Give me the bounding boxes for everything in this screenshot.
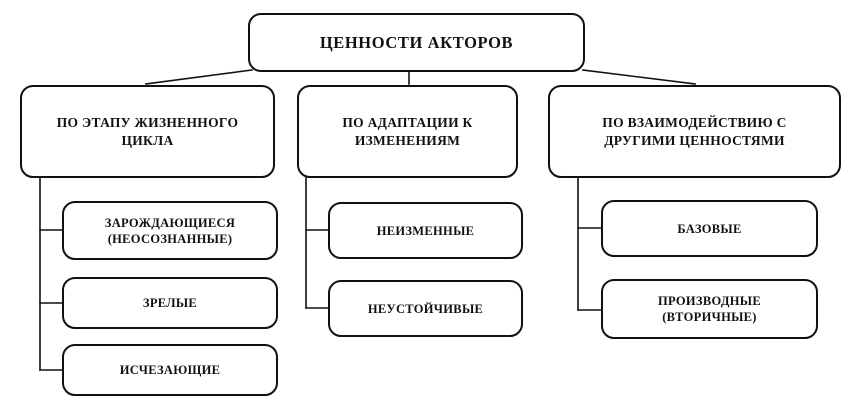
edge-root-to-interaction	[582, 69, 696, 85]
node-leaf-immutable-label: НЕИЗМЕННЫЕ	[376, 223, 475, 238]
node-branch-lifecycle[interactable]: ПО ЭТАПУ ЖИЗНЕННОГО ЦИКЛА	[20, 85, 275, 178]
node-leaf-emerging-label: ЗАРОЖДАЮЩИЕСЯ (НЕОСОЗНАННЫЕ)	[104, 215, 236, 246]
node-root-label: ЦЕННОСТИ АКТОРОВ	[319, 32, 514, 52]
node-branch-interaction-label: ПО ВЗАИМОДЕЙСТВИЮ С ДРУГИМИ ЦЕННОСТЯМИ	[602, 115, 787, 148]
node-leaf-basic[interactable]: БАЗОВЫЕ	[601, 200, 818, 257]
node-leaf-unstable-label: НЕУСТОЙЧИВЫЕ	[367, 301, 484, 316]
node-leaf-basic-label: БАЗОВЫЕ	[677, 221, 742, 236]
node-branch-lifecycle-label: ПО ЭТАПУ ЖИЗНЕННОГО ЦИКЛА	[56, 115, 239, 148]
node-leaf-emerging[interactable]: ЗАРОЖДАЮЩИЕСЯ (НЕОСОЗНАННЫЕ)	[62, 201, 278, 260]
node-leaf-derived[interactable]: ПРОИЗВОДНЫЕ (ВТОРИЧНЫЕ)	[601, 279, 818, 339]
node-leaf-vanishing[interactable]: ИСЧЕЗАЮЩИЕ	[62, 344, 278, 396]
node-leaf-mature[interactable]: ЗРЕЛЫЕ	[62, 277, 278, 329]
node-leaf-derived-label: ПРОИЗВОДНЫЕ (ВТОРИЧНЫЕ)	[657, 294, 761, 324]
node-leaf-immutable[interactable]: НЕИЗМЕННЫЕ	[328, 202, 523, 259]
node-leaf-unstable[interactable]: НЕУСТОЙЧИВЫЕ	[328, 280, 523, 337]
edge-root-to-lifecycle	[145, 69, 253, 85]
node-branch-interaction[interactable]: ПО ВЗАИМОДЕЙСТВИЮ С ДРУГИМИ ЦЕННОСТЯМИ	[548, 85, 841, 178]
node-root[interactable]: ЦЕННОСТИ АКТОРОВ	[248, 13, 585, 72]
node-branch-adaptation-label: ПО АДАПТАЦИИ К ИЗМЕНЕНИЯМ	[342, 115, 473, 148]
node-leaf-mature-label: ЗРЕЛЫЕ	[142, 296, 198, 310]
node-leaf-vanishing-label: ИСЧЕЗАЮЩИЕ	[119, 363, 221, 377]
node-branch-adaptation[interactable]: ПО АДАПТАЦИИ К ИЗМЕНЕНИЯМ	[297, 85, 518, 178]
